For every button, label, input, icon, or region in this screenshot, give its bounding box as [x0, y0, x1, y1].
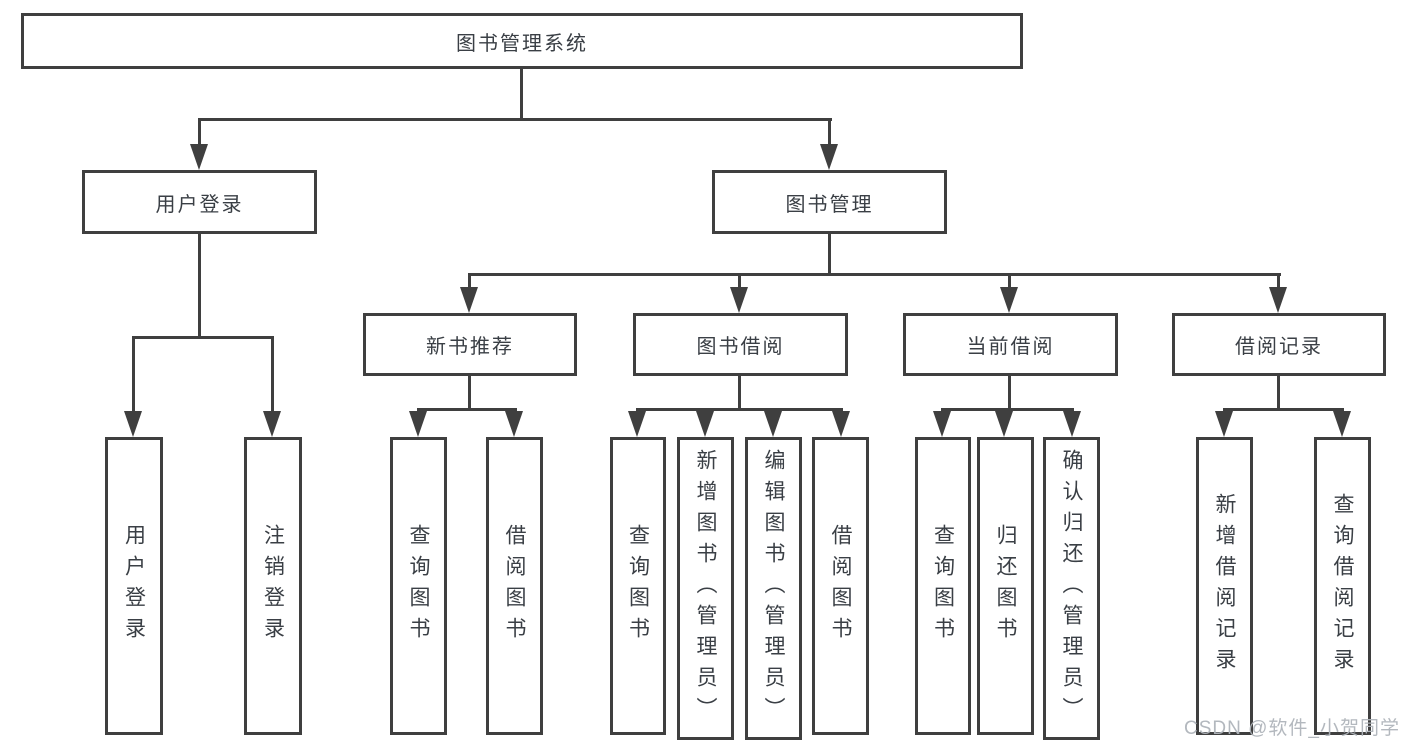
- arrow-borrow-books-recommend: [505, 411, 523, 437]
- connector-root-stem: [520, 69, 523, 118]
- leaf-return-books: 归还图书: [977, 437, 1034, 735]
- connector-drop-new-book: [468, 273, 471, 289]
- leaf-query-books-recommend: 查询图书: [390, 437, 447, 735]
- arrow-query-books-recommend: [409, 411, 427, 437]
- connector-drop-current-borrow: [1008, 273, 1011, 289]
- connector-drop-book-management: [828, 118, 831, 148]
- connector-drop-leaf-logout: [271, 336, 274, 413]
- arrow-leaf-logout: [263, 411, 281, 437]
- connector-borrowrecords-stem: [1277, 376, 1280, 408]
- arrow-query-borrow-record: [1333, 411, 1351, 437]
- connector-userlogin-stem: [198, 234, 201, 336]
- connector-bookborrow-stem: [738, 376, 741, 408]
- connector-bookborrow-branch: [636, 408, 843, 411]
- connector-drop-borrow-records: [1277, 273, 1280, 289]
- leaf-add-books-admin: 新增图书（管理员）: [677, 437, 734, 740]
- node-new-book-recommend: 新书推荐: [363, 313, 577, 376]
- arrow-user-login: [190, 144, 208, 170]
- arrow-leaf-user-login: [124, 411, 142, 437]
- arrow-return-books: [995, 411, 1013, 437]
- connector-drop-user-login: [198, 118, 201, 148]
- connector-currentborrow-stem: [1008, 376, 1011, 408]
- leaf-logout: 注销登录: [244, 437, 302, 735]
- leaf-query-borrow-record: 查询借阅记录: [1314, 437, 1371, 735]
- node-current-borrow: 当前借阅: [903, 313, 1118, 376]
- arrow-add-books-admin: [696, 411, 714, 437]
- arrow-new-book: [460, 287, 478, 313]
- connector-borrowrecords-branch: [1223, 408, 1344, 411]
- leaf-user-login: 用户登录: [105, 437, 163, 735]
- node-user-login: 用户登录: [82, 170, 317, 234]
- node-borrow-records: 借阅记录: [1172, 313, 1386, 376]
- watermark: CSDN @软件_小贺同学: [1184, 718, 1400, 739]
- connector-newbook-stem: [468, 376, 471, 408]
- arrow-confirm-return-admin: [1063, 411, 1081, 437]
- node-root: 图书管理系统: [21, 13, 1023, 69]
- connector-userlogin-branch: [132, 336, 274, 339]
- connector-newbook-branch: [417, 408, 517, 411]
- node-book-borrow: 图书借阅: [633, 313, 848, 376]
- arrow-borrow-records: [1269, 287, 1287, 313]
- connector-drop-leaf-user-login: [132, 336, 135, 413]
- leaf-borrow-books-recommend: 借阅图书: [486, 437, 543, 735]
- leaf-query-books-borrow: 查询图书: [610, 437, 666, 735]
- connector-root-branch: [198, 118, 832, 121]
- leaf-edit-books-admin: 编辑图书（管理员）: [745, 437, 802, 740]
- arrow-add-borrow-record: [1215, 411, 1233, 437]
- node-book-management: 图书管理: [712, 170, 947, 234]
- connector-currentborrow-branch: [941, 408, 1074, 411]
- arrow-query-books-current: [933, 411, 951, 437]
- arrow-book-borrow: [730, 287, 748, 313]
- arrow-edit-books-admin: [764, 411, 782, 437]
- connector-drop-book-borrow: [738, 273, 741, 289]
- arrow-current-borrow: [1000, 287, 1018, 313]
- arrow-query-books-borrow: [628, 411, 646, 437]
- leaf-query-books-current: 查询图书: [915, 437, 971, 735]
- leaf-confirm-return-admin: 确认归还（管理员）: [1043, 437, 1100, 740]
- leaf-borrow-books: 借阅图书: [812, 437, 869, 735]
- leaf-add-borrow-record: 新增借阅记录: [1196, 437, 1253, 735]
- arrow-borrow-books: [832, 411, 850, 437]
- connector-bookmgmt-stem: [828, 234, 831, 276]
- arrow-book-management: [820, 144, 838, 170]
- connector-bookmgmt-branch: [468, 273, 1281, 276]
